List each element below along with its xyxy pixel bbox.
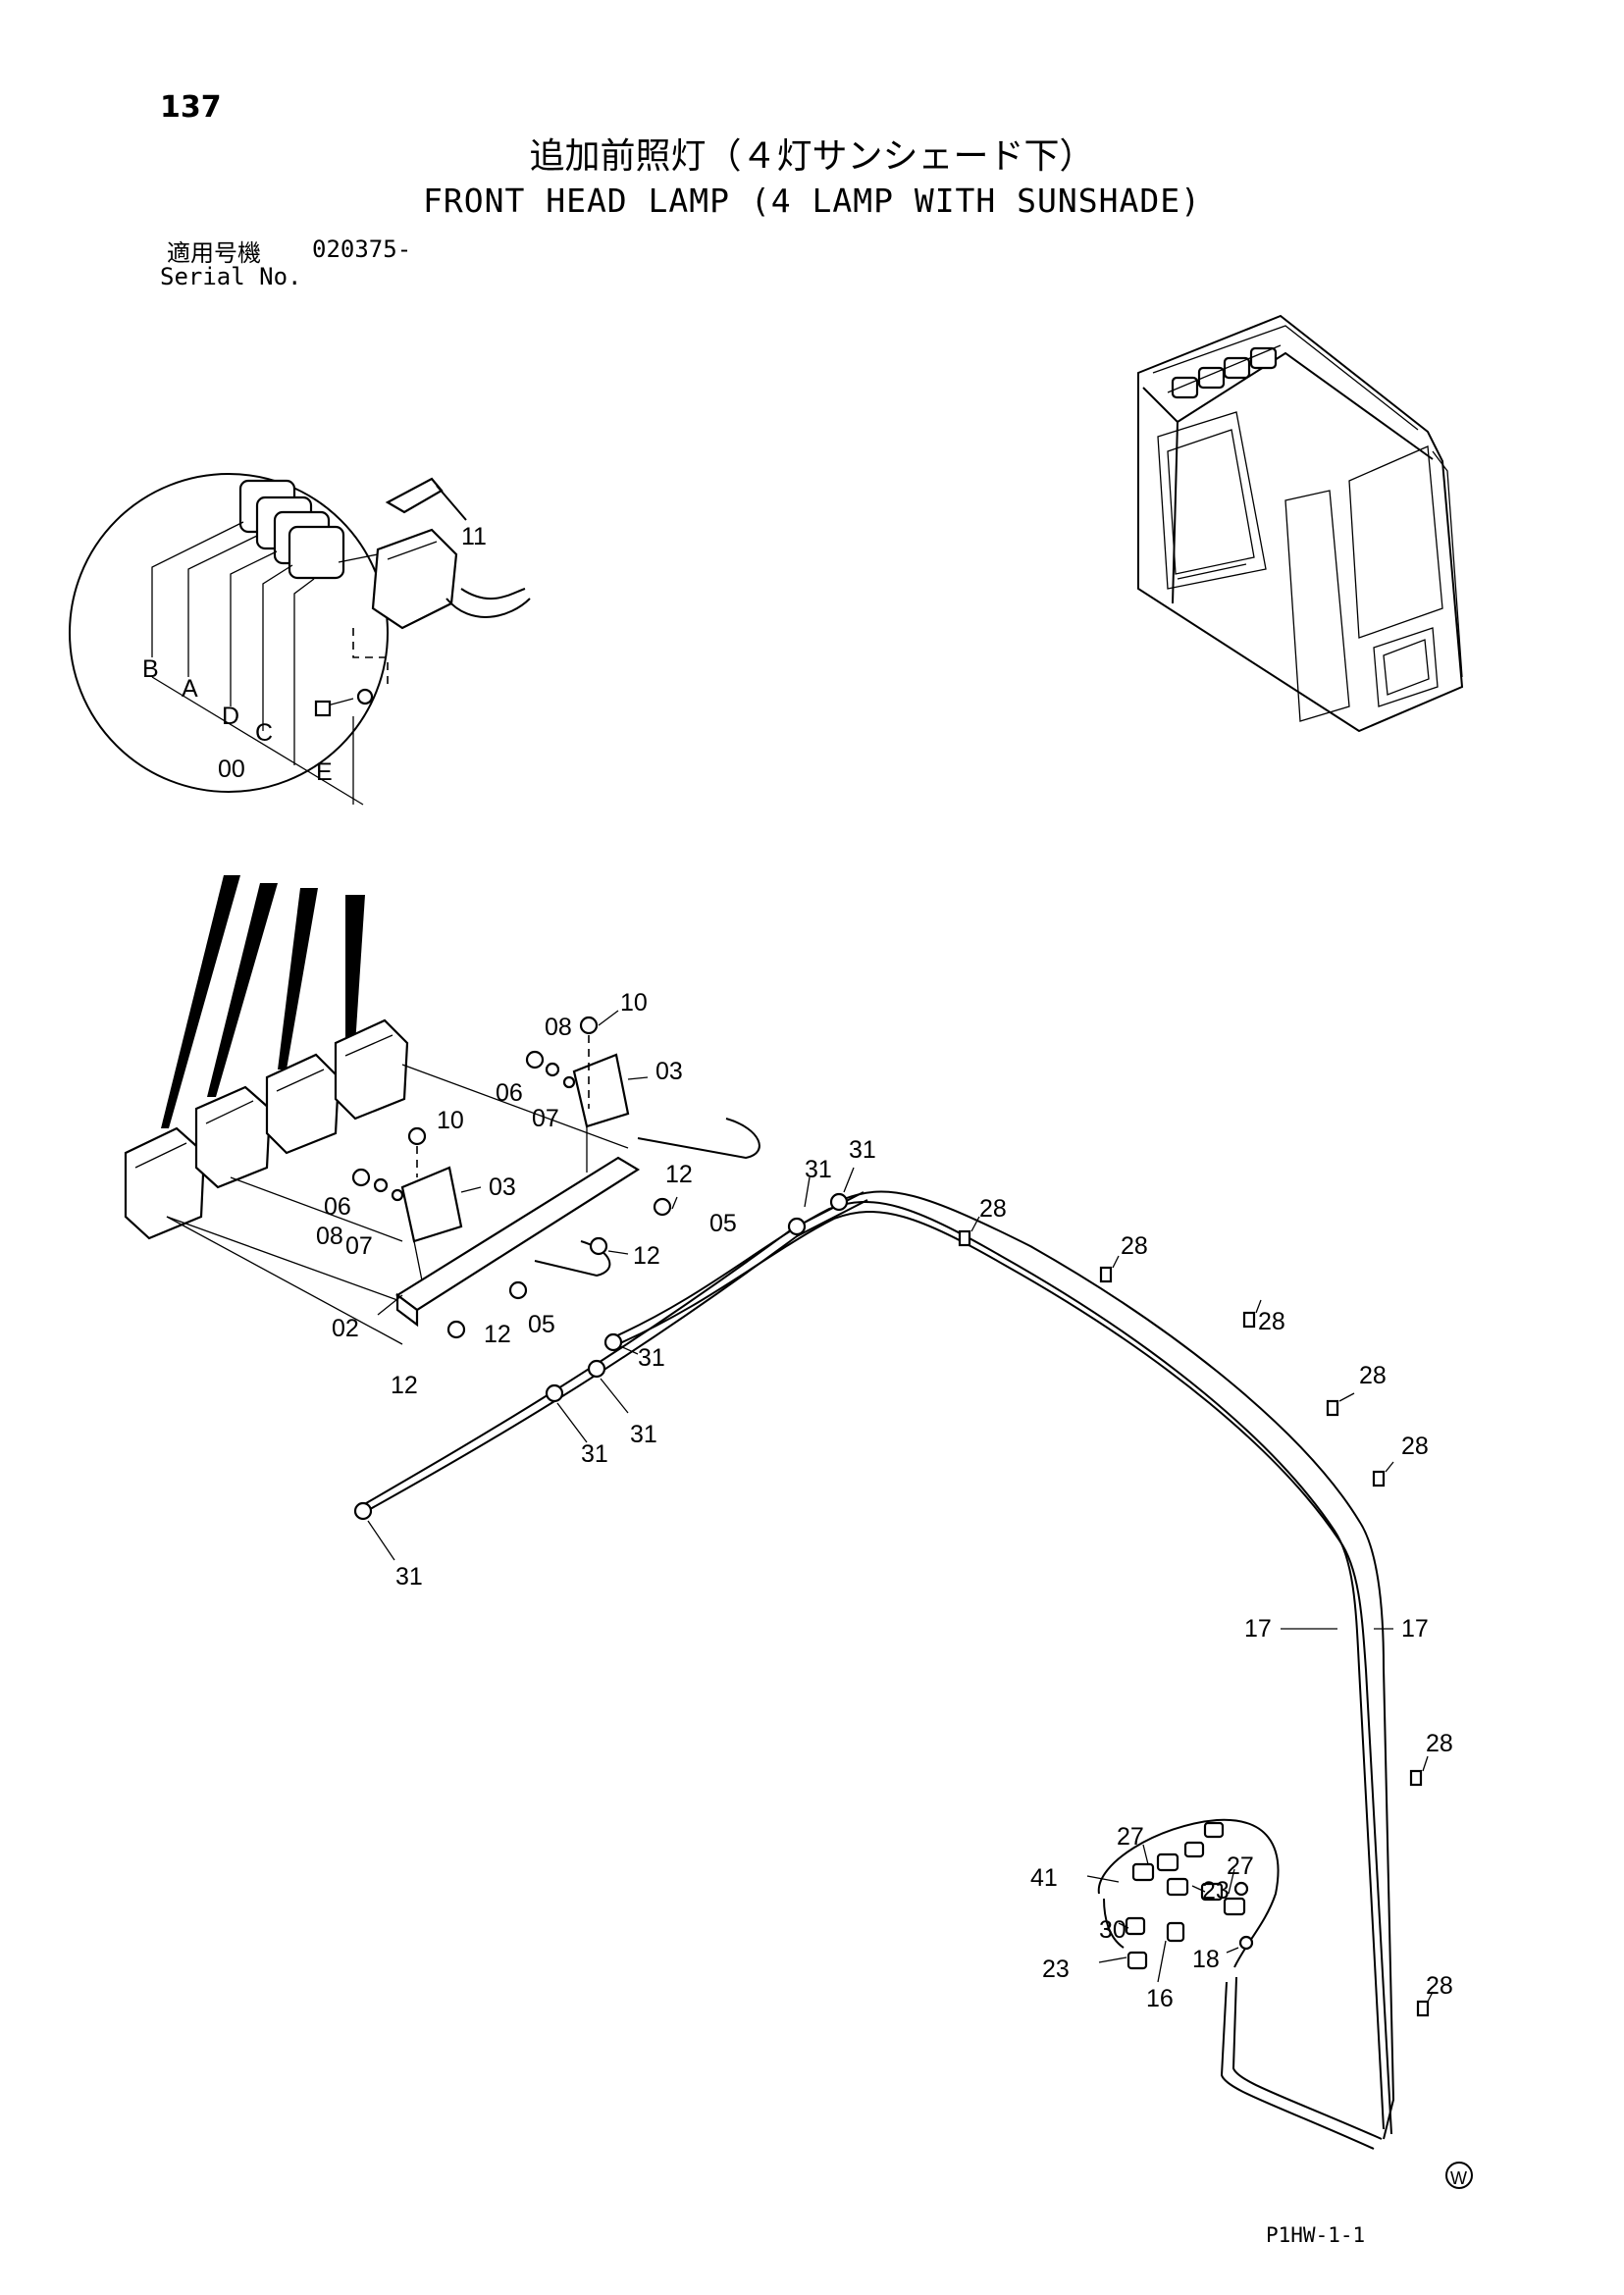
callout-02: 02 xyxy=(332,1315,359,1342)
footer-marks: W P1HW-1-1 xyxy=(1266,2162,1473,2247)
callout-08-upper: 08 xyxy=(545,1014,572,1041)
callout-28-g: 28 xyxy=(1426,1972,1453,2000)
callout-05-lower: 05 xyxy=(528,1311,555,1338)
title-english: FRONT HEAD LAMP (4 LAMP WITH SUNSHADE) xyxy=(423,182,1201,220)
callout-06-upper: 06 xyxy=(496,1079,523,1107)
callout-03-upper: 03 xyxy=(655,1058,683,1085)
callout-16: 16 xyxy=(1146,1985,1174,2012)
callout-28-a: 28 xyxy=(979,1195,1007,1223)
page-number: 137 xyxy=(160,90,222,125)
serial-label-japanese: 適用号機 xyxy=(167,239,261,267)
callout-28-d: 28 xyxy=(1359,1362,1387,1389)
detail-pointers xyxy=(161,875,365,1128)
callout-D: D xyxy=(222,703,239,730)
cab-illustration xyxy=(1137,314,1464,733)
lamp-assembly: 10 08 06 07 03 10 03 06 08 07 12 12 12 1… xyxy=(124,989,760,1399)
callout-12-right: 12 xyxy=(665,1161,693,1188)
callout-08-lower: 08 xyxy=(316,1223,343,1250)
w-symbol: W xyxy=(1450,2168,1467,2188)
callout-06-lower: 06 xyxy=(324,1193,351,1221)
callout-E: E xyxy=(316,758,333,786)
callout-30: 30 xyxy=(1099,1916,1126,1944)
callout-28-f: 28 xyxy=(1426,1730,1453,1757)
callout-27-left: 27 xyxy=(1117,1823,1144,1851)
wire-harness: 31 31 31 31 31 31 28 28 28 28 28 28 28 1… xyxy=(353,1136,1453,2150)
serial-label-english: Serial No. xyxy=(160,263,302,290)
detail-circle: 11 B A D C 00 E xyxy=(69,473,531,806)
callout-17-left: 17 xyxy=(1244,1615,1272,1643)
callout-07-lower: 07 xyxy=(345,1232,373,1260)
callout-28-b: 28 xyxy=(1121,1232,1148,1260)
callout-11: 11 xyxy=(461,523,487,550)
callout-27-right: 27 xyxy=(1227,1852,1254,1880)
callout-03-lower: 03 xyxy=(489,1174,516,1201)
w-symbol-circle xyxy=(1445,2162,1473,2189)
connector-cluster: 27 27 41 23 30 23 18 16 xyxy=(1030,1818,1280,2012)
callout-31-f: 31 xyxy=(395,1563,423,1591)
callout-12-left: 12 xyxy=(391,1372,418,1399)
callout-31-e: 31 xyxy=(581,1440,608,1468)
callout-31-b: 31 xyxy=(849,1136,876,1164)
callout-28-c: 28 xyxy=(1258,1308,1285,1335)
callout-31-c: 31 xyxy=(638,1344,665,1372)
callout-31-d: 31 xyxy=(630,1421,657,1448)
callout-10-upper: 10 xyxy=(620,989,648,1017)
callout-31-a: 31 xyxy=(805,1156,832,1183)
callout-05-upper: 05 xyxy=(709,1210,737,1237)
serial-value: 020375- xyxy=(312,235,412,263)
drawing-code: P1HW-1-1 xyxy=(1266,2223,1365,2247)
callout-23-lower: 23 xyxy=(1042,1956,1070,1983)
callout-12-mid: 12 xyxy=(633,1242,660,1270)
callout-17-right: 17 xyxy=(1401,1615,1429,1643)
callout-00: 00 xyxy=(218,756,245,783)
callout-B: B xyxy=(142,655,159,683)
callout-10-lower: 10 xyxy=(437,1107,464,1134)
callout-18: 18 xyxy=(1192,1946,1220,1973)
callout-12-center: 12 xyxy=(484,1321,511,1348)
callout-A: A xyxy=(182,675,198,703)
callout-41: 41 xyxy=(1030,1864,1058,1892)
callout-07-upper: 07 xyxy=(532,1105,559,1132)
callout-C: C xyxy=(255,719,273,747)
title-japanese: 追加前照灯（４灯サンシェード下） xyxy=(529,136,1095,177)
callout-28-e: 28 xyxy=(1401,1433,1429,1460)
callout-23-upper: 23 xyxy=(1202,1877,1230,1904)
